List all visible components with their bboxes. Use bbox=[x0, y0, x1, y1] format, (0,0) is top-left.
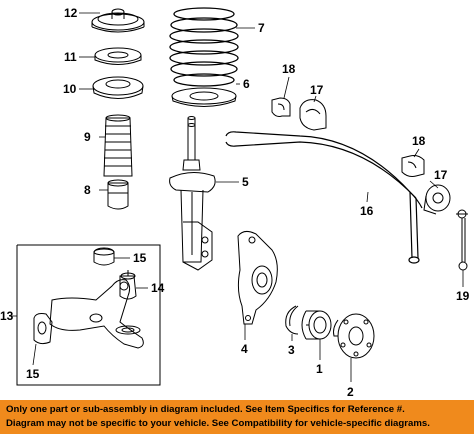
callout-10: 10 bbox=[63, 82, 77, 96]
wheel-hub bbox=[333, 313, 375, 359]
callouts: 12 11 10 9 8 7 6 5 18 17 16 18 17 19 4 3… bbox=[0, 6, 470, 399]
callout-7: 7 bbox=[258, 21, 265, 35]
strut-mount bbox=[91, 8, 145, 33]
callout-13: 13 bbox=[0, 309, 14, 323]
callout-5: 5 bbox=[242, 175, 249, 189]
upper-spring-seat bbox=[92, 76, 144, 99]
wheel-bearing bbox=[301, 310, 332, 340]
spring-insulator bbox=[171, 87, 237, 107]
callout-1: 1 bbox=[316, 362, 323, 376]
disclaimer-banner: Only one part or sub-assembly in diagram… bbox=[0, 400, 474, 434]
callout-9: 9 bbox=[84, 130, 91, 144]
callout-8: 8 bbox=[84, 183, 91, 197]
lower-control-arm-group bbox=[16, 244, 161, 386]
callout-15-lower: 15 bbox=[26, 367, 40, 381]
callout-6: 6 bbox=[243, 77, 250, 91]
stabilizer-bushing-right bbox=[401, 155, 425, 177]
callout-15-upper: 15 bbox=[133, 251, 147, 265]
callout-18-right: 18 bbox=[412, 134, 426, 148]
stabilizer-link bbox=[456, 209, 468, 271]
stabilizer-bracket-left bbox=[299, 99, 327, 131]
callout-17-left: 17 bbox=[310, 83, 324, 97]
callout-3: 3 bbox=[288, 343, 295, 357]
bump-stop bbox=[107, 179, 129, 210]
callout-11: 11 bbox=[64, 50, 77, 64]
steering-knuckle bbox=[237, 230, 278, 325]
disclaimer-line-1: Only one part or sub-assembly in diagram… bbox=[6, 404, 405, 415]
callout-2: 2 bbox=[347, 385, 354, 399]
stabilizer-bushing-left bbox=[271, 97, 291, 117]
snap-ring bbox=[285, 305, 299, 335]
strut-assembly bbox=[169, 116, 216, 271]
dust-boot bbox=[103, 114, 133, 177]
disclaimer-line-2: Diagram may not be specific to your vehi… bbox=[6, 418, 430, 429]
stabilizer-bar bbox=[225, 131, 423, 264]
callout-18-left: 18 bbox=[282, 62, 296, 76]
front-suspension-exploded-diagram: 12 11 10 9 8 7 6 5 18 17 16 18 17 19 4 3… bbox=[0, 6, 470, 399]
strut-bearing bbox=[94, 47, 142, 65]
coil-spring bbox=[169, 7, 239, 87]
callout-4: 4 bbox=[241, 342, 248, 356]
leader-lines bbox=[11, 12, 464, 382]
callout-12: 12 bbox=[64, 6, 78, 20]
stabilizer-bracket-right bbox=[423, 184, 451, 215]
callout-16: 16 bbox=[360, 204, 374, 218]
callout-17-right: 17 bbox=[434, 168, 448, 182]
callout-19: 19 bbox=[456, 289, 470, 303]
callout-14: 14 bbox=[151, 281, 165, 295]
